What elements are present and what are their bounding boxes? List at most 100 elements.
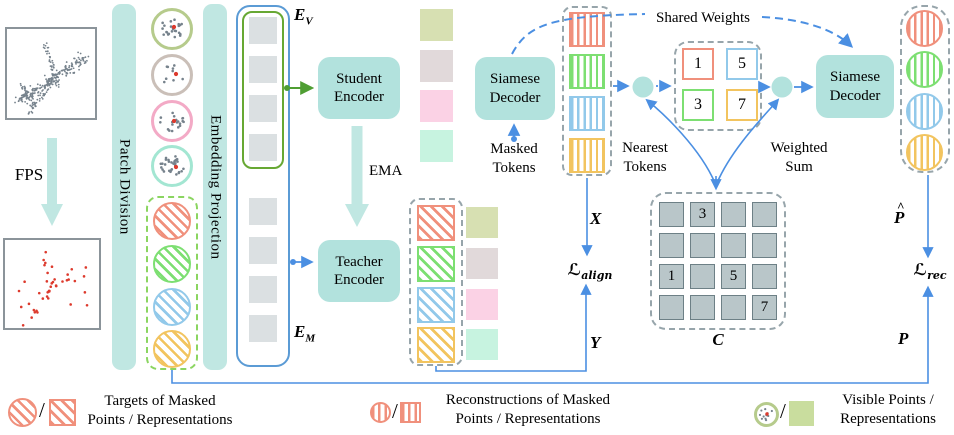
visible-representation bbox=[420, 130, 453, 162]
ev-label: EV bbox=[294, 5, 313, 28]
visible-patch-circle bbox=[151, 100, 193, 142]
codebook-cell: 5 bbox=[721, 264, 746, 289]
codebook-cell bbox=[690, 264, 715, 289]
siamese-decoder-1-box: Siamese Decoder bbox=[475, 57, 555, 120]
embedding-token bbox=[249, 17, 277, 44]
siamese-decoder-2-label: Siamese bbox=[830, 69, 880, 86]
codebook-cell bbox=[752, 264, 777, 289]
masked-embeddings-arrow bbox=[290, 255, 314, 269]
student-encoder-box: Student Encoder bbox=[318, 57, 400, 119]
reconstructed-points-icon bbox=[370, 402, 391, 423]
em-label: EM bbox=[294, 322, 316, 345]
reconstructed-representation bbox=[569, 12, 605, 47]
airplane-points bbox=[14, 42, 90, 115]
legend-separator: / bbox=[39, 398, 45, 422]
nearest-lookup-node bbox=[632, 76, 654, 98]
sampled-centers-image bbox=[3, 238, 101, 330]
shared-weights-label: Shared Weights bbox=[645, 9, 761, 29]
x-label: X bbox=[590, 209, 602, 228]
center-points bbox=[17, 250, 89, 327]
codebook-cell: 3 bbox=[690, 202, 715, 227]
masked-representation-target bbox=[417, 327, 455, 363]
embedding-token bbox=[249, 95, 277, 122]
masked-representations-target-icon bbox=[49, 399, 76, 426]
reconstructed-patch-circle bbox=[906, 134, 943, 171]
visible-representation bbox=[420, 50, 453, 82]
visible-representation bbox=[420, 90, 453, 122]
masked-representation-target bbox=[417, 246, 455, 282]
masked-representation-target bbox=[417, 205, 455, 241]
patch-division-bar: Patch Division bbox=[112, 4, 136, 370]
legend-visible-text: Visible Points /Representations bbox=[840, 392, 936, 428]
embedding-token bbox=[249, 198, 277, 225]
visible-patch-circle bbox=[151, 54, 193, 96]
visible-points-icon bbox=[754, 402, 779, 427]
fps-label: FPS bbox=[14, 165, 44, 184]
codebook-cell: 1 bbox=[659, 264, 684, 289]
codebook-cell bbox=[752, 233, 777, 258]
reconstructed-patch-circle bbox=[906, 51, 943, 88]
legend-separator: / bbox=[392, 399, 398, 423]
masked-patch-target-circle bbox=[153, 288, 191, 326]
shared-weights-curve bbox=[761, 16, 854, 48]
reconstructed-representation bbox=[569, 138, 605, 173]
ema-label: EMA bbox=[369, 163, 403, 179]
p-hat-label: P^ bbox=[894, 199, 905, 227]
codebook-cell bbox=[659, 295, 684, 320]
masked-representation-target bbox=[417, 287, 455, 323]
codebook-cell bbox=[690, 295, 715, 320]
visible-patch-circle bbox=[151, 145, 193, 187]
siamese-decoder-2-box: Siamese Decoder bbox=[816, 55, 894, 118]
embedding-token bbox=[249, 276, 277, 303]
align-loss-label: ℒalign bbox=[567, 260, 613, 283]
codebook-cell bbox=[752, 202, 777, 227]
codebook-label: C bbox=[712, 330, 724, 349]
embedding-token bbox=[249, 134, 277, 161]
visible-representation bbox=[420, 9, 453, 41]
embedding-projection-bar: Embedding Projection bbox=[203, 4, 227, 370]
rec-loss-label: ℒrec bbox=[913, 260, 947, 283]
masked-patch-target-circle bbox=[153, 330, 191, 368]
weighted-sum-node bbox=[771, 76, 793, 98]
ema-arrow bbox=[345, 126, 369, 227]
codebook-cell: 7 bbox=[752, 295, 777, 320]
nearest-token-cell: 7 bbox=[726, 89, 758, 121]
codebook-cell bbox=[721, 233, 746, 258]
codebook-cell bbox=[721, 202, 746, 227]
embedding-token bbox=[249, 237, 277, 264]
embedding-token bbox=[249, 56, 277, 83]
reconstructed-patches-group bbox=[900, 5, 950, 173]
teacher-encoder-label: Teacher bbox=[335, 253, 383, 270]
legend-separator: / bbox=[780, 399, 786, 423]
reconstructed-patch-circle bbox=[906, 93, 943, 130]
siamese-decoder-1-label: Siamese bbox=[490, 71, 540, 88]
codebook-cell bbox=[659, 233, 684, 258]
visible-representation bbox=[466, 248, 498, 279]
embedding-token bbox=[249, 315, 277, 342]
visible-representation bbox=[466, 329, 498, 360]
visible-representation bbox=[466, 207, 498, 238]
visible-representation bbox=[466, 289, 498, 320]
reconstructed-representation bbox=[569, 54, 605, 89]
codebook-cell bbox=[659, 202, 684, 227]
visible-embedding-group bbox=[242, 11, 284, 169]
visible-representations-icon bbox=[789, 401, 814, 426]
reconstructed-representations-icon bbox=[400, 402, 421, 423]
reconstructed-representation bbox=[569, 96, 605, 131]
masked-patch-target-circle bbox=[153, 245, 191, 283]
masked-patch-target-circle bbox=[153, 202, 191, 240]
nearest-token-cell: 1 bbox=[682, 48, 714, 80]
codebook-cell bbox=[721, 295, 746, 320]
nearest-token-cell: 5 bbox=[726, 48, 758, 80]
nearest-token-cell: 3 bbox=[682, 89, 714, 121]
reconstructed-patch-circle bbox=[906, 10, 943, 47]
student-encoder-label: Student bbox=[336, 70, 382, 87]
airplane-pointcloud-image bbox=[5, 27, 97, 120]
predicted-tokens-group bbox=[562, 6, 612, 176]
teacher-encoder-box: Teacher Encoder bbox=[318, 240, 400, 302]
